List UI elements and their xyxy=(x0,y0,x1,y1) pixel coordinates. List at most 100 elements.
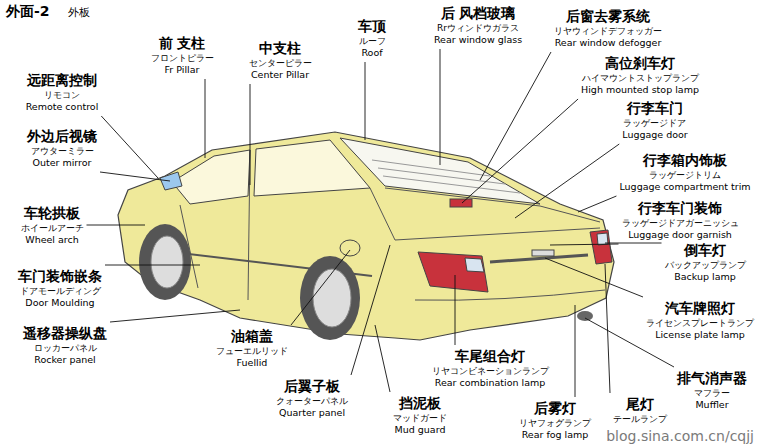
part-name-zh: 行李车门装饰 xyxy=(622,200,739,217)
part-name-zh: 遥移器操纵盘 xyxy=(23,325,107,342)
callout-group: 遥移器操纵盘ロッカーパネルRocker panel xyxy=(23,325,107,366)
callout-group: 车门装饰嵌条ドアモールディングDoor Moulding xyxy=(18,268,102,309)
part-name-zh: 汽车牌照灯 xyxy=(646,300,754,317)
part-name-en: Luggage compartment trim xyxy=(619,181,750,193)
callout-group: 倒车灯バックアップランプBackup lamp xyxy=(665,242,746,283)
part-name-zh: 行李车门 xyxy=(622,100,687,117)
part-name-en: License plate lamp xyxy=(646,329,754,341)
leader-line xyxy=(462,99,578,203)
callout-group: 外边后视镜アウターミラーOuter mirror xyxy=(27,128,97,169)
callout-group: 行李箱内饰板ラッゲージトリムLuggage compartment trim xyxy=(619,152,750,193)
part-name-zh: 后窗去雾系统 xyxy=(554,8,662,25)
part-name-ja: クォーターパネル xyxy=(276,395,348,407)
leader-line xyxy=(101,116,158,178)
watermark: blog.sina.com.cn/cqjj xyxy=(606,428,754,444)
license-lamp xyxy=(532,250,554,256)
part-name-en: Muffler xyxy=(677,399,747,411)
page-title: 外面-2 xyxy=(6,3,50,21)
leader-line xyxy=(575,305,576,397)
leader-line xyxy=(365,62,366,140)
part-name-zh: 车轮拱板 xyxy=(21,205,84,222)
part-name-en: Wheel arch xyxy=(21,234,84,246)
part-name-en: Mud guard xyxy=(393,424,447,436)
part-name-ja: センターピラー xyxy=(249,57,312,69)
part-name-zh: 行李箱内饰板 xyxy=(619,152,750,169)
front-wheel xyxy=(151,236,183,288)
callout-group: 后雾灯リヤフォグランプRear fog lamp xyxy=(519,400,591,441)
leader-line xyxy=(605,243,662,244)
leader-line xyxy=(100,172,170,181)
part-name-en: Rear fog lamp xyxy=(519,429,591,441)
part-name-en: Roof xyxy=(358,47,386,59)
part-name-ja: ラッゲージトリム xyxy=(619,169,750,181)
leader-line xyxy=(550,244,619,245)
part-name-ja: ホイールアーチ xyxy=(21,222,84,234)
leader-line xyxy=(250,84,251,185)
part-name-zh: 倒车灯 xyxy=(665,242,746,259)
part-name-ja: マッドガード xyxy=(393,412,447,424)
callout-group: 中支柱センターピラーCenter Pillar xyxy=(249,40,312,81)
part-name-ja: フロントピラー xyxy=(151,52,214,64)
part-name-en: Outer mirror xyxy=(27,157,97,169)
callout-group: 后窗去雾系统リヤウィンドデフォッガーRear window defogger xyxy=(554,8,662,49)
tail-lamp-right xyxy=(590,230,612,264)
part-name-en: Luggage door xyxy=(622,129,687,141)
leader-line xyxy=(440,49,441,165)
stop-lamp xyxy=(450,199,472,207)
leader-line xyxy=(578,196,616,212)
subtitle: 外板 xyxy=(68,5,90,20)
leader-line xyxy=(515,144,619,218)
callout-group: 后翼子板クォーターパネルQuarter panel xyxy=(276,378,348,419)
front-tire xyxy=(139,224,191,300)
leader-line xyxy=(455,275,456,345)
part-name-zh: 车尾组合灯 xyxy=(432,348,549,365)
callout-group: 高位刹车灯ハイマウントストップランプHigh mounted stop lamp xyxy=(581,55,699,96)
part-name-en: Rear window defogger xyxy=(554,37,662,49)
part-name-zh: 外边后视镜 xyxy=(27,128,97,145)
leader-line xyxy=(605,264,610,393)
part-name-en: Rear combination lamp xyxy=(432,377,549,389)
part-name-en: Rocker panel xyxy=(23,354,107,366)
part-name-zh: 排气消声器 xyxy=(677,370,747,387)
part-name-en: Remote control xyxy=(26,101,99,113)
part-name-zh: 挡泥板 xyxy=(393,395,447,412)
part-name-en: Backup lamp xyxy=(665,271,746,283)
callout-group: 远距离控制リモコンRemote control xyxy=(26,72,99,113)
backup-lamp-left xyxy=(465,258,484,272)
part-name-en: High mounted stop lamp xyxy=(581,84,699,96)
part-name-ja: ラッゲージドアガーニッシュ xyxy=(622,217,739,229)
part-name-zh: 后雾灯 xyxy=(519,400,591,417)
callout-group: 行李车门ラッゲージドアLuggage door xyxy=(622,100,687,141)
defogger-lines xyxy=(372,160,520,193)
part-name-en: Fr Pillar xyxy=(151,64,214,76)
part-name-zh: 车顶 xyxy=(358,18,386,35)
trunk-lines xyxy=(385,188,605,300)
part-name-zh: 前 支柱 xyxy=(151,35,214,52)
rear-wheel xyxy=(313,269,351,327)
callout-group: 尾灯テールランプ xyxy=(613,396,667,425)
part-name-zh: 后翼子板 xyxy=(276,378,348,395)
callout-group: 行李车门装饰ラッゲージドアガーニッシュLuggage door garnish xyxy=(622,200,739,241)
callout-group: 车轮拱板ホイールアーチWheel arch xyxy=(21,205,84,246)
tail-lamp-left xyxy=(418,252,488,292)
part-name-ja: リヤウィンドデフォッガー xyxy=(554,25,662,37)
part-name-en: Rear window glass xyxy=(434,34,522,46)
leader-line xyxy=(545,258,643,297)
part-name-zh: 高位刹车灯 xyxy=(581,55,699,72)
callout-group: 前 支柱フロントピラーFr Pillar xyxy=(151,35,214,76)
car-body xyxy=(118,132,614,340)
leader-line xyxy=(291,250,350,325)
part-name-zh: 尾灯 xyxy=(613,396,667,413)
part-name-en: Quarter panel xyxy=(276,407,348,419)
leader-line xyxy=(375,325,390,392)
fuel-lid xyxy=(340,240,360,256)
leader-line xyxy=(105,265,200,266)
part-name-ja: ドアモールディング xyxy=(18,285,102,297)
leader-line xyxy=(480,52,551,180)
part-name-ja: ライセンスプレートランプ xyxy=(646,317,754,329)
part-name-ja: ロッカーパネル xyxy=(23,342,107,354)
part-name-ja: バックアップランプ xyxy=(665,259,746,271)
rear-tire xyxy=(300,256,360,340)
